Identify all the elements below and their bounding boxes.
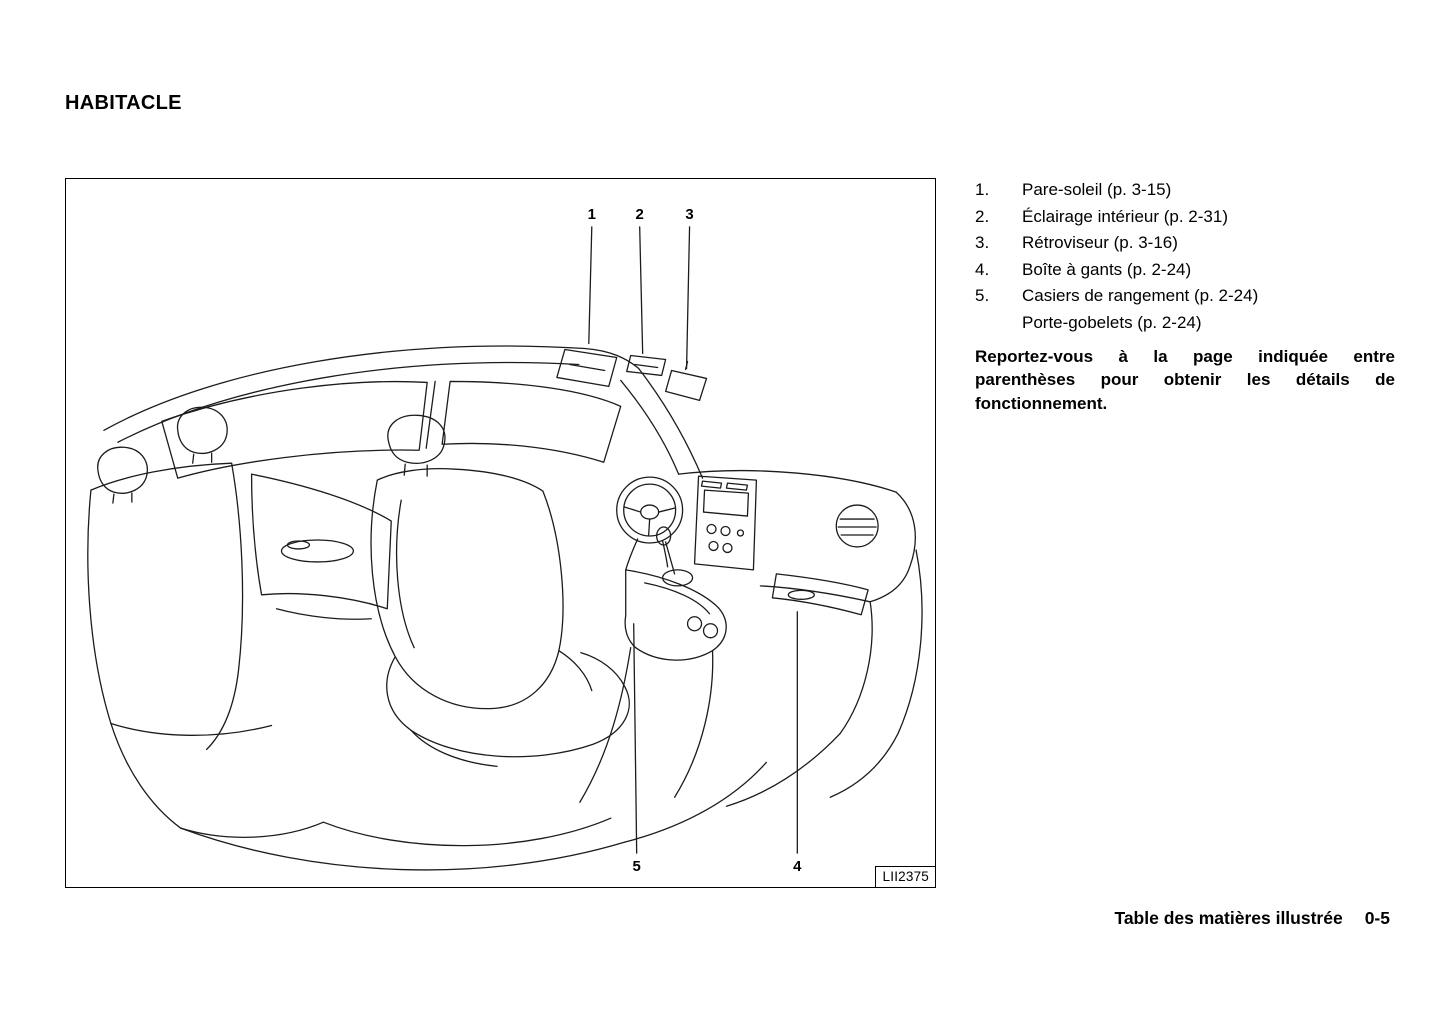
- center-console: [579, 526, 727, 803]
- rear-seat: [87, 406, 325, 838]
- interior-light: [626, 354, 667, 377]
- legend-item: 1. Pare-soleil (p. 3-15): [975, 177, 1395, 204]
- callout-5: 5: [633, 858, 641, 875]
- legend-item: 4. Boîte à gants (p. 2-24): [975, 257, 1395, 284]
- figure-code: LII2375: [874, 866, 935, 887]
- legend-item-number: [975, 310, 1022, 337]
- door-panel: [250, 473, 392, 620]
- sun-visor: [556, 348, 618, 388]
- page-title: HABITACLE: [65, 92, 182, 114]
- legend-item-label: Rétroviseur (p. 3-16): [1022, 233, 1178, 252]
- page-footer: Table des matières illustrée 0-5: [0, 908, 1390, 929]
- legend-item: 3. Rétroviseur (p. 3-16): [975, 230, 1395, 257]
- figure-box: 1 2 3 5 4 LII2375: [65, 178, 936, 888]
- steering-wheel: [616, 476, 684, 571]
- footer-section-title: Table des matières illustrée: [1114, 908, 1343, 928]
- legend-item-label: Porte-gobelets (p. 2-24): [1022, 312, 1202, 332]
- legend-item-number: 3.: [975, 233, 990, 252]
- legend-note: Reportez-vous à la page indiquée entre p…: [975, 347, 1395, 413]
- legend-item-label: Boîte à gants (p. 2-24): [1022, 259, 1192, 279]
- glove-box: [771, 573, 869, 616]
- legend-item: Porte-gobelets (p. 2-24): [975, 310, 1395, 337]
- legend-item-number: 4.: [975, 259, 990, 279]
- car-interior-illustration: 1 2 3 5 4: [87, 206, 923, 875]
- legend-item-number: 2.: [975, 206, 990, 226]
- legend-item-number: 1.: [975, 180, 990, 199]
- legend-item-label: Éclairage intérieur (p. 2-31): [1022, 206, 1228, 226]
- legend-item: 5. Casiers de rangement (p. 2-24): [975, 283, 1395, 310]
- legend-item-number: 5.: [975, 286, 990, 305]
- dashboard: [677, 469, 923, 798]
- callout-3: 3: [685, 206, 693, 223]
- legend-item: 2. Éclairage intérieur (p. 2-31): [975, 204, 1395, 231]
- front-seat: [370, 414, 630, 767]
- callout-lines: [588, 226, 798, 854]
- legend-item-label: Pare-soleil (p. 3-15): [1022, 180, 1172, 199]
- floor-lines: [180, 732, 841, 871]
- callout-4: 4: [793, 858, 802, 875]
- legend: 1. Pare-soleil (p. 3-15) 2. Éclairage in…: [975, 177, 1395, 415]
- legend-item-label: Casiers de rangement (p. 2-24): [1022, 286, 1259, 305]
- callout-1: 1: [588, 206, 596, 223]
- footer-page-number: 0-5: [1364, 908, 1390, 928]
- callout-2: 2: [636, 206, 644, 223]
